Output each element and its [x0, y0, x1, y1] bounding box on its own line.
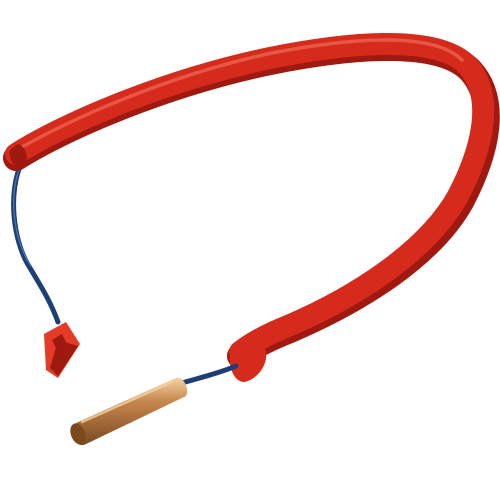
sleeve [5, 32, 495, 363]
connector-slot [52, 334, 66, 348]
sleeve-highlight [20, 38, 464, 149]
wire-to-connector-highlight [13, 164, 32, 267]
probe-shine [80, 380, 174, 424]
sleeve-tip [229, 339, 267, 382]
probe-body [72, 377, 188, 446]
connector-shade [50, 340, 78, 376]
probe-end [70, 423, 86, 445]
sleeve-end-cap [9, 144, 27, 169]
copper-probe [70, 377, 188, 446]
connector [44, 322, 80, 378]
